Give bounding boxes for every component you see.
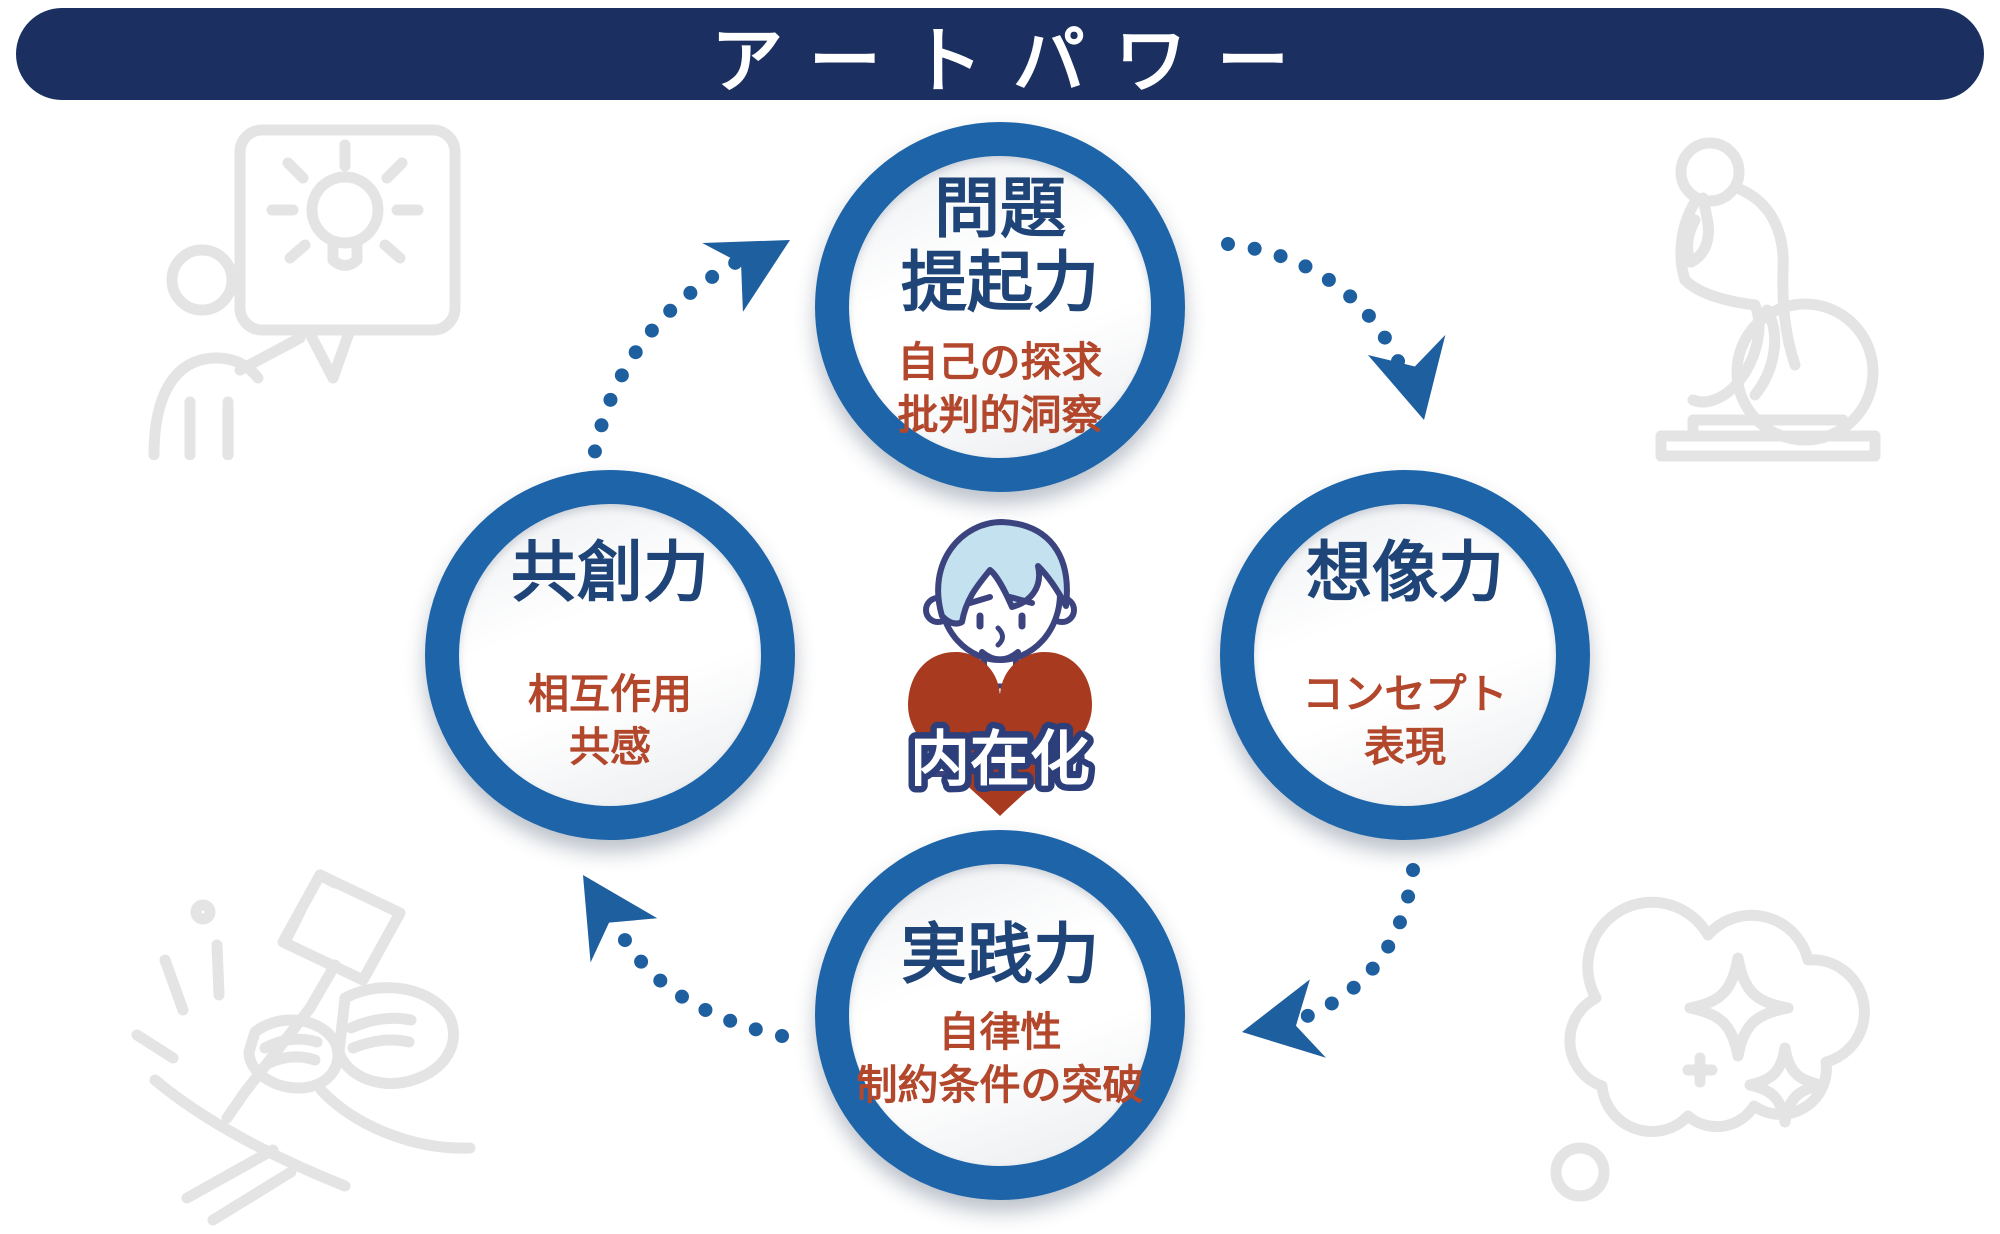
node-problem-raising: 問題 提起力 自己の探求 批判的洞察 bbox=[815, 122, 1185, 492]
arrow-top-to-right bbox=[1221, 237, 1417, 397]
person-mouth bbox=[979, 649, 1021, 663]
internalization-figure: 内在化 bbox=[904, 519, 1097, 816]
arrow-bottom-to-left bbox=[607, 913, 789, 1043]
heart-icon bbox=[908, 652, 1092, 816]
node-imagination: 想像力 コンセプト 表現 bbox=[1220, 470, 1590, 840]
center-label: 内在化 bbox=[910, 725, 1090, 795]
node-title: 想像力 bbox=[1306, 533, 1504, 611]
node-co-creation: 共創力 相互作用 共感 bbox=[425, 470, 795, 840]
arrowhead-bottom bbox=[1242, 979, 1326, 1058]
arrowhead-right bbox=[1367, 334, 1446, 420]
person-eyes bbox=[976, 612, 1026, 630]
node-title: 実践力 bbox=[901, 915, 1099, 993]
node-title: 問題 提起力 bbox=[901, 169, 1099, 321]
idea-cloud-icon bbox=[1540, 880, 1940, 1234]
thinker-statue-icon bbox=[1615, 120, 1915, 470]
person-hair bbox=[935, 519, 1070, 627]
node-subtext: 自律性 制約条件の突破 bbox=[856, 1007, 1144, 1109]
node-practice: 実践力 自律性 制約条件の突破 bbox=[815, 830, 1185, 1200]
node-title: 共創力 bbox=[511, 533, 709, 611]
arrowhead-top bbox=[702, 240, 790, 312]
page-title: アートパワー bbox=[711, 18, 1319, 103]
presentation-idea-icon bbox=[140, 120, 470, 460]
node-subtext: 自己の探求 批判的洞察 bbox=[897, 337, 1103, 439]
node-subtext: 相互作用 共感 bbox=[528, 669, 692, 771]
arrow-right-to-bottom bbox=[1285, 863, 1420, 1029]
node-subtext: コンセプト 表現 bbox=[1302, 669, 1508, 771]
arrow-left-to-top bbox=[581, 247, 759, 512]
sculpting-hands-icon bbox=[95, 850, 485, 1234]
person-eyebrows bbox=[967, 594, 1035, 606]
title-bar: アートパワー bbox=[16, 8, 1984, 103]
person-nose bbox=[995, 625, 1005, 648]
arrowhead-left bbox=[583, 875, 658, 963]
